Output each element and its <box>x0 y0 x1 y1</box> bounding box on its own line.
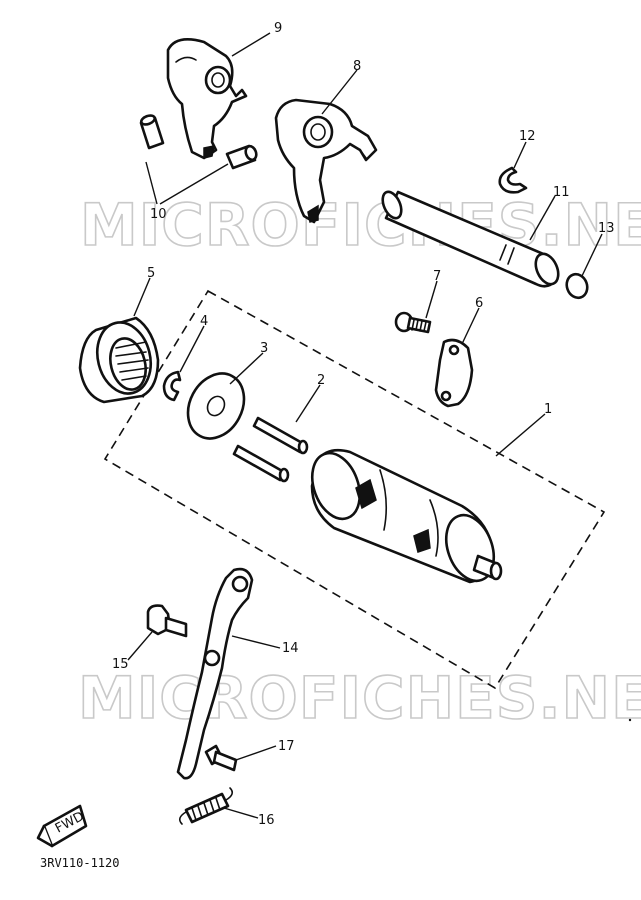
callout-11: 11 <box>553 185 570 200</box>
part-5-bearing[interactable] <box>78 316 160 404</box>
part-3-segment[interactable] <box>177 364 255 448</box>
part-1-shift-cam[interactable] <box>304 447 503 588</box>
leader-lines <box>127 32 603 819</box>
part-13-ring[interactable] <box>563 271 590 300</box>
part-14-shift-arm[interactable] <box>176 567 254 780</box>
part-10-guide-pins[interactable] <box>139 114 258 170</box>
callout-2: 2 <box>317 373 325 388</box>
diagram-code: 3RV110-1120 <box>40 856 119 870</box>
part-2-dowel-pins[interactable] <box>232 416 309 483</box>
watermark-top: MICROFICHES.NET <box>80 191 641 259</box>
callout-3: 3 <box>260 341 268 356</box>
callout-12: 12 <box>519 129 536 144</box>
fwd-arrow-icon: FWD <box>36 804 88 848</box>
part-7-screw[interactable] <box>394 311 432 334</box>
part-6-stopper-plate[interactable] <box>434 338 474 408</box>
stray-mark <box>628 718 632 722</box>
callout-9: 9 <box>274 21 282 36</box>
callout-8: 8 <box>353 59 361 74</box>
part-9-shift-fork[interactable] <box>166 38 248 160</box>
callout-4: 4 <box>200 314 208 329</box>
callout-6: 6 <box>475 296 483 311</box>
part-8-shift-fork[interactable] <box>274 98 378 224</box>
callout-1: 1 <box>544 402 552 417</box>
part-4-circlip[interactable] <box>162 370 182 402</box>
assembly-boundary <box>103 289 606 690</box>
callout-5: 5 <box>147 266 155 281</box>
part-15-bolt[interactable] <box>146 604 188 638</box>
watermark-bottom: MICROFICHES.NET <box>78 664 641 732</box>
part-17-bolt[interactable] <box>204 744 238 772</box>
part-16-spring[interactable] <box>178 787 234 825</box>
callout-labels: 9 8 10 12 11 13 7 6 5 4 3 2 1 15 14 17 1… <box>112 21 615 828</box>
callout-16: 16 <box>258 813 275 828</box>
callout-10: 10 <box>150 207 167 222</box>
callout-13: 13 <box>598 221 615 236</box>
callout-17: 17 <box>278 739 295 754</box>
part-12-circlip[interactable] <box>498 166 528 194</box>
callout-7: 7 <box>433 269 441 284</box>
part-11-shift-shaft[interactable] <box>379 189 563 288</box>
callout-14: 14 <box>282 641 299 656</box>
callout-15: 15 <box>112 657 129 672</box>
